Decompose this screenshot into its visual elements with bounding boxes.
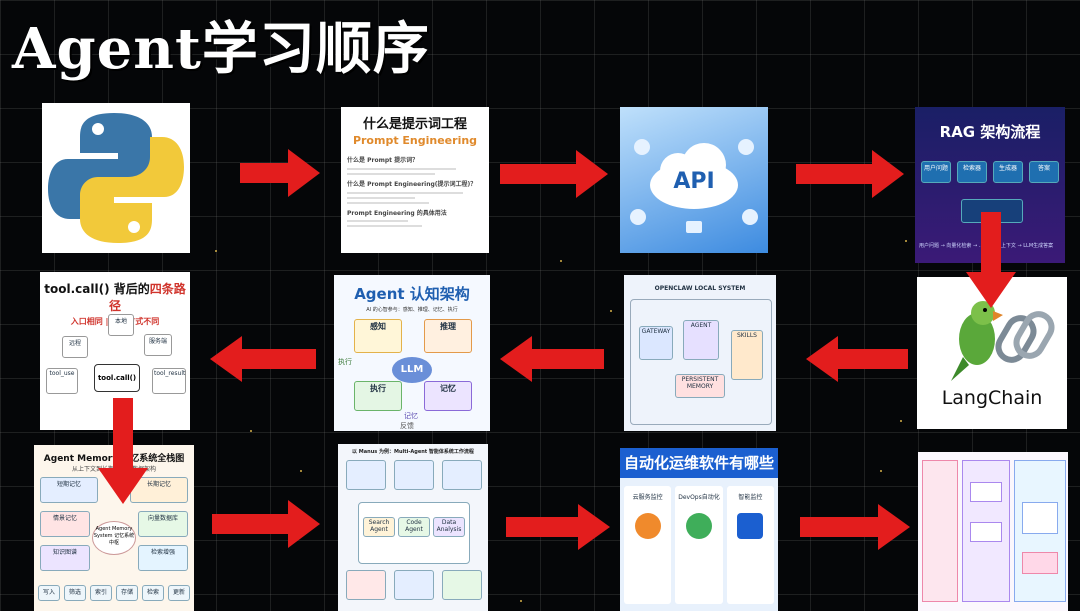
memory-footer-index: 索引 [90, 585, 112, 601]
manus-step-4 [346, 570, 386, 600]
memory-block-long: 长期记忆 [130, 477, 188, 503]
workflow-node-b [970, 522, 1002, 542]
memory-footer-filter: 筛选 [64, 585, 86, 601]
memory-center: Agent Memory System 记忆系统中枢 [92, 521, 136, 555]
openclaw-gateway: GATEWAY [639, 326, 673, 360]
workflow-lane-1 [922, 460, 958, 602]
cognitive-reasoning: 推理 [424, 319, 472, 353]
arrow-left-1 [806, 336, 908, 382]
rag-node-retriever: 检索器 [957, 161, 987, 183]
manus-multiagent-card: 以 Manus 为例：Multi-Agent 智能体系统工作流程 Search … [338, 444, 488, 611]
ops-column-monitor-label: 智能监控 [738, 494, 763, 501]
arrow-right-2 [500, 150, 608, 198]
openclaw-memory: PERSISTENT MEMORY [675, 374, 725, 398]
workflow-node-c [1022, 502, 1058, 534]
memory-footer-write: 写入 [38, 585, 60, 601]
manus-data-analysis: Data Analysis [433, 517, 465, 537]
toolcall-path-server: 服务端 [144, 334, 172, 356]
langchain-label: LangChain [941, 387, 1043, 409]
toolcall-tool-use: tool_use [46, 368, 78, 394]
arrow-right-5 [506, 504, 610, 550]
workflow-diagram-card [918, 452, 1068, 611]
openclaw-card: OPENCLAW LOCAL SYSTEM GATEWAY AGENT SKIL… [624, 275, 776, 431]
cognitive-subheading: AI 的心智参与：感知、推理、记忆、执行 [366, 307, 458, 313]
cloud-api-icon [630, 139, 758, 233]
prompt-heading: 什么是提示词工程 [362, 117, 467, 132]
ops-monitor-icon [737, 513, 764, 539]
ops-column-cloud: 云服务监控 [624, 486, 672, 604]
openclaw-agent: AGENT [683, 320, 719, 360]
rag-node-answer: 答案 [1029, 161, 1059, 183]
openclaw-skills: SKILLS [731, 330, 763, 380]
python-card [42, 103, 190, 253]
prompt-q2: 什么是 Prompt Engineering(提示词工程)？ [347, 180, 477, 188]
manus-agent-group: Search Agent Code Agent Data Analysis [358, 502, 470, 564]
ops-column-devops-label: DevOps自动化 [678, 494, 720, 501]
cognitive-label-memory: 记忆 [404, 412, 418, 420]
cognitive-llm-center: LLM [392, 357, 432, 383]
manus-step-2 [394, 460, 434, 490]
ops-software-card: 自动化运维软件有哪些 云服务监控 DevOps自动化 智能监控 [620, 448, 778, 611]
manus-step-3 [442, 460, 482, 490]
memory-footer-update: 更新 [168, 585, 190, 601]
ops-cloud-icon [634, 513, 661, 539]
memory-block-vector: 向量数据库 [138, 511, 188, 537]
arrow-right-1 [240, 149, 320, 197]
parrot-chain-icon [951, 301, 1055, 381]
memory-block-rag: 检索增强 [138, 545, 188, 571]
ops-column-monitor: 智能监控 [726, 486, 774, 604]
manus-step-6 [442, 570, 482, 600]
prompt-q3: Prompt Engineering 的具体用法 [347, 209, 447, 217]
arrow-left-2 [500, 336, 604, 382]
memory-block-graph: 知识图谱 [40, 545, 90, 571]
api-label: API [673, 169, 715, 194]
memory-block-episodic: 情景记忆 [40, 511, 90, 537]
cognitive-label-feedback: 反馈 [400, 422, 414, 430]
toolcall-center: tool.call() [94, 364, 140, 392]
cognitive-memory: 记忆 [424, 381, 472, 411]
prompt-subheading: Prompt Engineering [352, 134, 478, 147]
memory-footer-retrieve: 检索 [142, 585, 164, 601]
toolcall-path-remote: 远程 [62, 336, 88, 358]
rag-node-question: 用户问题 [921, 161, 951, 183]
toolcall-tool-result: tool_result [152, 368, 186, 394]
ops-column-devops: DevOps自动化 [675, 486, 723, 604]
toolcall-heading-highlight: 四条路径 [108, 282, 186, 313]
prompt-engineering-card: 什么是提示词工程 Prompt Engineering 什么是 Prompt 提… [341, 107, 489, 253]
langchain-card: LangChain [917, 277, 1067, 429]
manus-step-5 [394, 570, 434, 600]
memory-block-short: 短期记忆 [40, 477, 98, 503]
manus-heading: 以 Manus 为例：Multi-Agent 智能体系统工作流程 [352, 449, 474, 455]
workflow-node-d [1022, 552, 1058, 574]
cognitive-label-exec: 执行 [338, 358, 352, 366]
openclaw-heading: OPENCLAW LOCAL SYSTEM [654, 285, 746, 292]
cognitive-perception: 感知 [354, 319, 402, 353]
rag-node-generator: 生成器 [993, 161, 1023, 183]
toolcall-heading-prefix: tool.call() 背后的 [44, 282, 150, 296]
page-title: Agent学习顺序 [12, 16, 430, 82]
cognitive-heading: Agent 认知架构 [354, 285, 470, 303]
arrow-right-3 [796, 150, 904, 198]
ops-heading: 自动化运维软件有哪些 [620, 448, 778, 478]
ops-gear-icon [685, 513, 712, 539]
workflow-node-a [970, 482, 1002, 502]
arrow-right-4 [212, 500, 320, 548]
memory-footer-store: 存储 [116, 585, 138, 601]
api-card: API [620, 107, 768, 253]
arrow-down-2 [98, 398, 148, 504]
cognitive-architecture-card: Agent 认知架构 AI 的心智参与：感知、推理、记忆、执行 感知 推理 LL… [334, 275, 490, 431]
manus-search-agent: Search Agent [363, 517, 395, 537]
prompt-q1: 什么是 Prompt 提示词？ [347, 157, 419, 164]
manus-code-agent: Code Agent [398, 517, 430, 537]
rag-heading: RAG 架构流程 [939, 123, 1041, 141]
manus-step-1 [346, 460, 386, 490]
toolcall-path-local: 本地 [108, 314, 134, 336]
cognitive-execution: 执行 [354, 381, 402, 411]
arrow-down-1 [966, 212, 1016, 308]
arrow-left-3 [210, 336, 316, 382]
ops-column-cloud-label: 云服务监控 [632, 494, 663, 501]
arrow-right-6 [800, 504, 910, 550]
python-logo-icon [48, 113, 184, 243]
